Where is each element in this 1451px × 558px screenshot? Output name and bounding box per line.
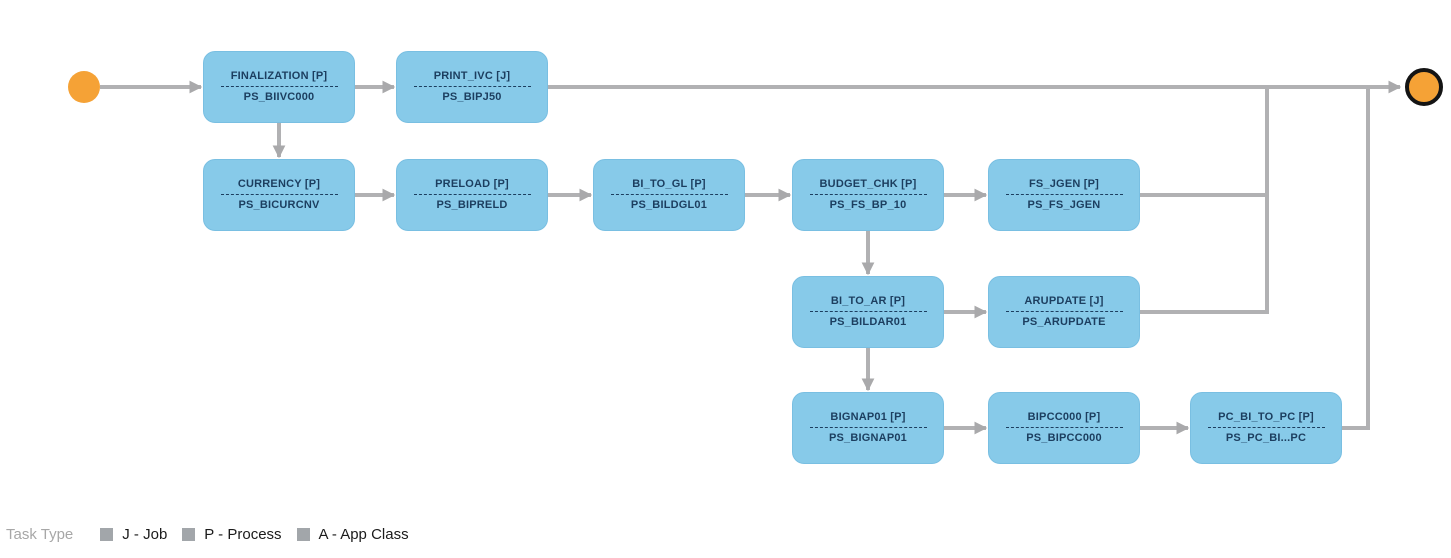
task-node-divider [610,194,728,195]
task-node-divider [220,194,338,195]
task-node-fs-jgen[interactable]: FS_JGEN [P] PS_FS_JGEN [988,159,1140,231]
task-node-title: BI_TO_AR [P] [830,295,906,307]
task-node-divider [413,86,531,87]
task-node-subtitle: PS_FS_BP_10 [829,199,907,211]
task-node-subtitle: PS_BIIVC000 [243,91,315,103]
task-node-bi-to-ar[interactable]: BI_TO_AR [P] PS_BILDAR01 [792,276,944,348]
task-node-divider [809,427,927,428]
task-node-title: BIPCC000 [P] [1027,411,1101,423]
legend-title: Task Type [6,525,74,543]
task-node-subtitle: PS_BILDGL01 [630,199,708,211]
task-node-print-ivc[interactable]: PRINT_IVC [J] PS_BIPJ50 [396,51,548,123]
task-node-preload[interactable]: PRELOAD [P] PS_BIPRELD [396,159,548,231]
task-node-subtitle: PS_BIPRELD [436,199,508,211]
edge-connector [1140,87,1269,314]
end-node-icon [1405,68,1443,106]
task-node-title: ARUPDATE [J] [1024,295,1104,307]
task-node-title: CURRENCY [P] [237,178,321,190]
task-node-subtitle: PS_ARUPDATE [1022,316,1106,328]
task-node-subtitle: PS_FS_JGEN [1027,199,1101,211]
task-node-divider [220,86,338,87]
task-node-title: BUDGET_CHK [P] [819,178,917,190]
legend-item-label: J - Job [122,525,168,543]
task-node-subtitle: PS_BILDAR01 [829,316,907,328]
legend-swatch-icon [182,527,196,541]
task-node-subtitle: PS_BICURCNV [238,199,320,211]
legend-swatch-icon [296,527,310,541]
start-node-icon [68,71,100,103]
task-node-title: PC_BI_TO_PC [P] [1218,411,1314,423]
task-node-subtitle: PS_BIPJ50 [442,91,502,103]
task-node-divider [809,311,927,312]
task-node-arupdate[interactable]: ARUPDATE [J] PS_ARUPDATE [988,276,1140,348]
task-node-divider [1005,194,1123,195]
task-node-divider [1005,311,1123,312]
task-node-currency[interactable]: CURRENCY [P] PS_BICURCNV [203,159,355,231]
legend-item-process: P - Process [182,525,282,543]
task-type-legend: Task Type J - Job P - Process A - App Cl… [6,519,424,549]
legend-item-app-class: A - App Class [296,525,409,543]
task-node-title: BIGNAP01 [P] [830,411,906,423]
task-node-title: FS_JGEN [P] [1028,178,1100,190]
task-node-title: PRELOAD [P] [435,178,509,190]
legend-swatch-icon [100,527,114,541]
task-node-divider [413,194,531,195]
task-node-divider [1005,427,1123,428]
edge-connector [1342,89,1370,430]
task-node-budget-chk[interactable]: BUDGET_CHK [P] PS_FS_BP_10 [792,159,944,231]
task-node-divider [1207,427,1325,428]
task-node-bipcc000[interactable]: BIPCC000 [P] PS_BIPCC000 [988,392,1140,464]
task-node-divider [809,194,927,195]
legend-item-job: J - Job [100,526,167,543]
task-node-subtitle: PS_BIGNAP01 [828,432,907,444]
task-node-finalization[interactable]: FINALIZATION [P] PS_BIIVC000 [203,51,355,123]
legend-item-label: A - App Class [318,525,409,543]
task-node-title: FINALIZATION [P] [230,70,328,82]
legend-item-label: P - Process [204,525,282,543]
task-node-title: PRINT_IVC [J] [433,70,511,82]
task-node-bignap01[interactable]: BIGNAP01 [P] PS_BIGNAP01 [792,392,944,464]
task-node-title: BI_TO_GL [P] [632,178,706,190]
task-node-pc-bi-to-pc[interactable]: PC_BI_TO_PC [P] PS_PC_BI...PC [1190,392,1342,464]
task-node-bi-to-gl[interactable]: BI_TO_GL [P] PS_BILDGL01 [593,159,745,231]
task-node-subtitle: PS_PC_BI...PC [1225,432,1307,444]
task-node-subtitle: PS_BIPCC000 [1026,432,1102,444]
